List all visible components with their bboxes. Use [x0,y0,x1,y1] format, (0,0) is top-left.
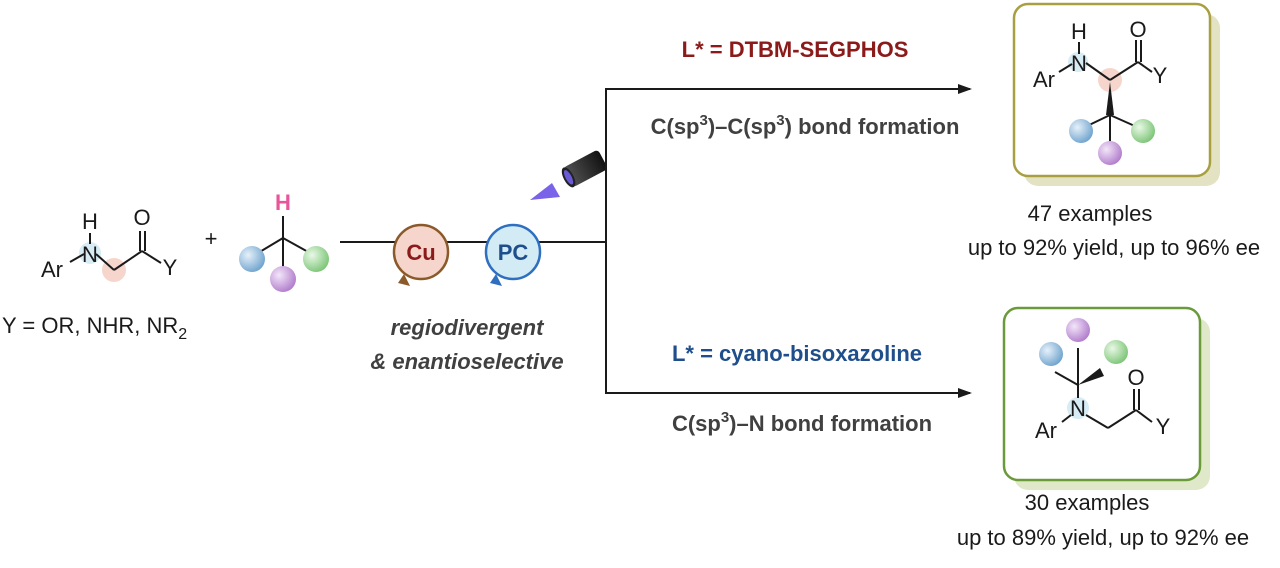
top-product-h: H [1071,19,1087,44]
reactant1-o: O [133,205,150,230]
bottom-product-box: N Ar O Y [1002,306,1210,490]
top-product-blue-ball [1069,119,1093,143]
bottom-yield-ee: up to 89% yield, up to 92% ee [957,525,1249,550]
substituent-green-ball [303,246,329,272]
substituent-purple-ball [270,266,296,292]
bottom-product-n: N [1070,396,1086,421]
top-examples: 47 examples [1028,201,1153,226]
bottom-bond-formation: C(sp3)–N bond formation [672,409,932,436]
bottom-product-o: O [1127,365,1144,390]
pc-label: PC [498,240,529,265]
reactant1-h: H [82,209,98,234]
top-product-n: N [1071,51,1087,76]
top-product-ar: Ar [1033,67,1055,92]
photocatalyst-cycle: PC [484,223,542,286]
reactant1-y: Y [163,255,178,280]
bottom-product-ar: Ar [1035,418,1057,443]
top-product-box: H N Ar O Y [1012,2,1220,186]
top-ligand: L* = DTBM-SEGPHOS [682,37,909,62]
bottom-ligand: L* = cyano-bisoxazoline [672,341,922,366]
reactant-glycine: H N Ar O Y Y = OR, NHR, NR2 [2,205,187,343]
n-highlight [79,242,101,264]
mode-line2: & enantioselective [370,349,563,374]
bottom-product-blue-ball [1039,342,1063,366]
bottom-product-purple-ball [1066,318,1090,342]
substituent-blue-ball [239,246,265,272]
reactant1-n: N [82,242,98,267]
plus-sign: + [205,226,218,251]
light-source-icon [530,150,607,200]
mode-line1: regiodivergent [391,315,545,340]
top-product-y: Y [1153,63,1168,88]
bottom-product-green-ball [1104,340,1128,364]
cu-label: Cu [406,240,435,265]
top-product-green-ball [1131,119,1155,143]
cu-catalyst-cycle: Cu [392,223,450,286]
bottom-product-n-highlight [1067,397,1089,419]
top-product-n-highlight [1068,52,1088,72]
reactant1-ar: Ar [41,257,63,282]
top-bond-formation: C(sp3)–C(sp3) bond formation [651,112,960,139]
reactant2-h: H [275,190,291,215]
top-yield-ee: up to 92% yield, up to 96% ee [968,235,1260,260]
y-definition: Y = OR, NHR, NR2 [2,313,187,343]
reactant-ch-substrate: H [239,190,329,292]
bottom-product-y: Y [1156,414,1171,439]
top-product-purple-ball [1098,141,1122,165]
bottom-examples: 30 examples [1025,490,1150,515]
top-product-o: O [1129,17,1146,42]
